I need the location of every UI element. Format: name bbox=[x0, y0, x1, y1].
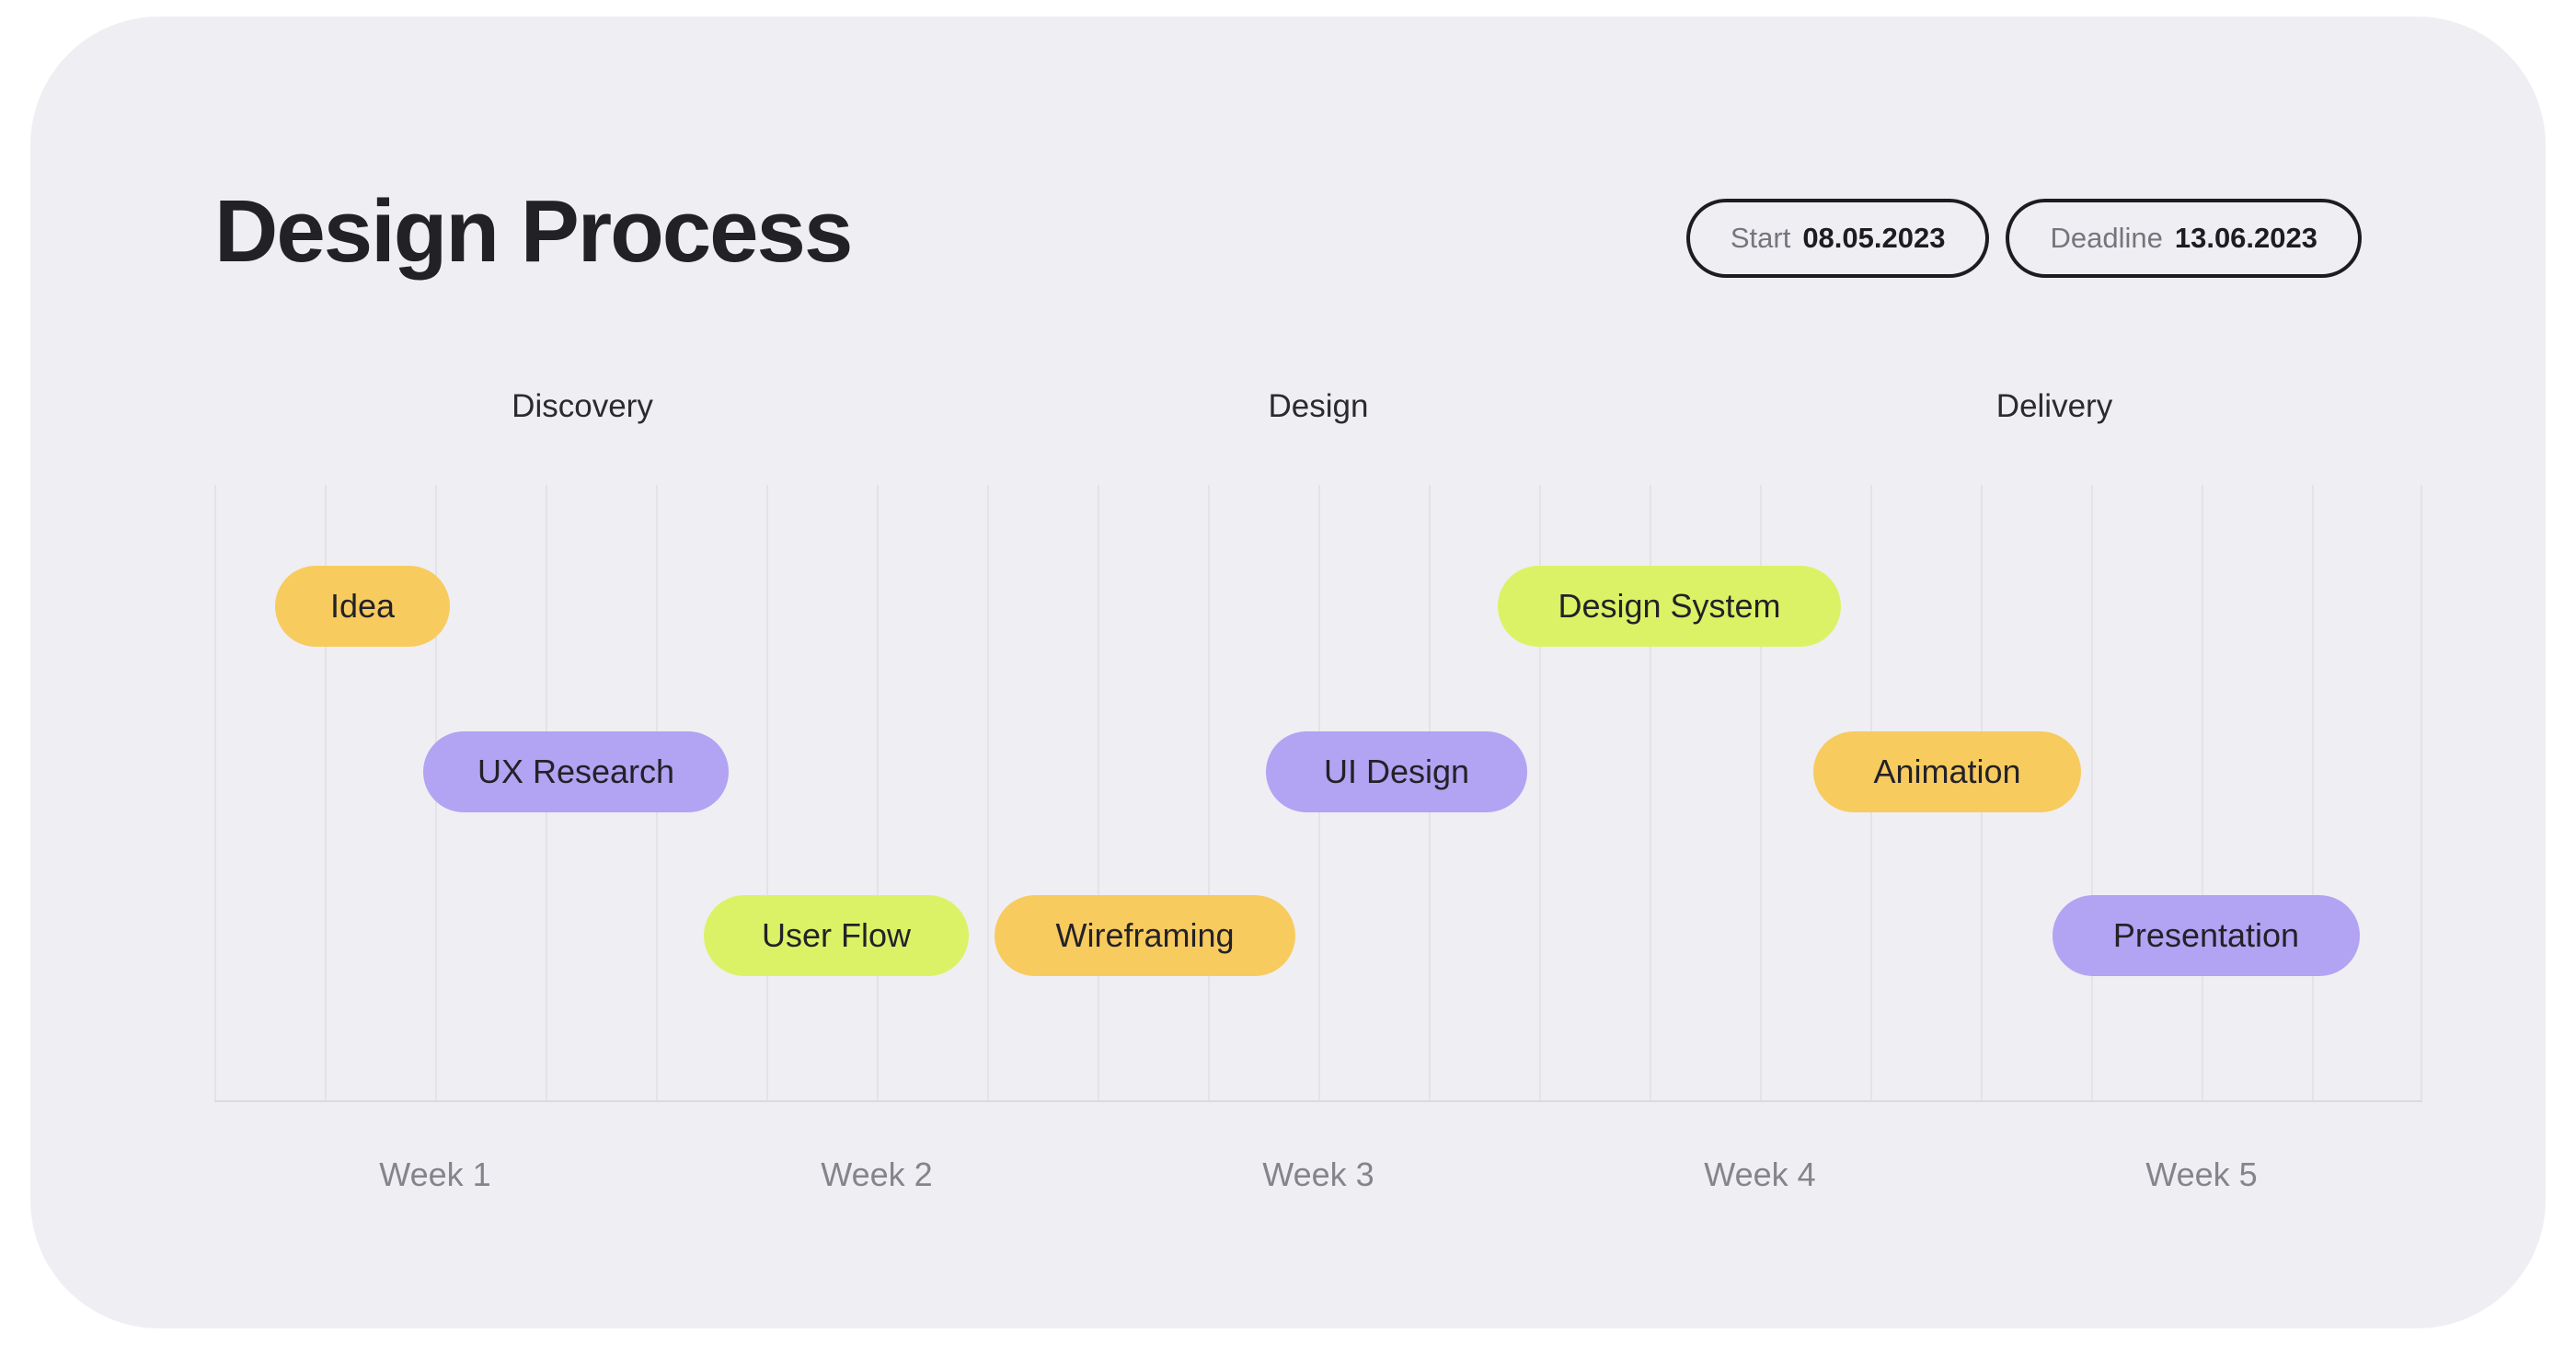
page-title: Design Process bbox=[214, 182, 853, 281]
gridline bbox=[2421, 485, 2422, 1100]
deadline-date-badge[interactable]: Deadline 13.06.2023 bbox=[2006, 199, 2362, 278]
timeline-card: Design Process Start 08.05.2023 Deadline… bbox=[30, 17, 2546, 1328]
gridline bbox=[1098, 485, 1099, 1100]
gridline bbox=[2312, 485, 2314, 1100]
gridline bbox=[2091, 485, 2093, 1100]
task-pill-design-system[interactable]: Design System bbox=[1498, 566, 1841, 647]
week-label-4: Week 4 bbox=[1704, 1155, 1816, 1193]
task-pill-ui-design[interactable]: UI Design bbox=[1266, 731, 1527, 812]
gridline bbox=[1208, 485, 1210, 1100]
gridline bbox=[987, 485, 989, 1100]
gridline bbox=[1539, 485, 1541, 1100]
gridline bbox=[2202, 485, 2203, 1100]
week-label-1: Week 1 bbox=[379, 1155, 491, 1193]
task-pill-idea[interactable]: Idea bbox=[275, 566, 450, 647]
start-date-value: 08.05.2023 bbox=[1802, 222, 1946, 254]
deadline-date-label: Deadline bbox=[2050, 222, 2163, 254]
task-pill-wireframing[interactable]: Wireframing bbox=[995, 895, 1295, 976]
week-label-5: Week 5 bbox=[2145, 1155, 2258, 1193]
gridline bbox=[766, 485, 768, 1100]
gridline bbox=[214, 485, 216, 1100]
date-badges: Start 08.05.2023 Deadline 13.06.2023 bbox=[1685, 199, 2362, 278]
start-date-label: Start bbox=[1730, 222, 1791, 254]
deadline-date-value: 13.06.2023 bbox=[2174, 222, 2317, 254]
task-pill-ux-research[interactable]: UX Research bbox=[423, 731, 729, 812]
task-pill-user-flow[interactable]: User Flow bbox=[704, 895, 969, 976]
gridline bbox=[1650, 485, 1651, 1100]
gridline bbox=[877, 485, 879, 1100]
phase-label-design: Design bbox=[1268, 388, 1369, 424]
task-pill-presentation[interactable]: Presentation bbox=[2053, 895, 2360, 976]
phase-label-delivery: Delivery bbox=[1995, 388, 2113, 424]
gridline bbox=[1760, 485, 1762, 1100]
phase-label-discovery: Discovery bbox=[512, 388, 653, 424]
gridline bbox=[325, 485, 327, 1100]
week-label-3: Week 3 bbox=[1262, 1155, 1374, 1193]
week-label-2: Week 2 bbox=[821, 1155, 933, 1193]
task-pill-animation[interactable]: Animation bbox=[1813, 731, 2081, 812]
start-date-badge[interactable]: Start 08.05.2023 bbox=[1685, 199, 1990, 278]
